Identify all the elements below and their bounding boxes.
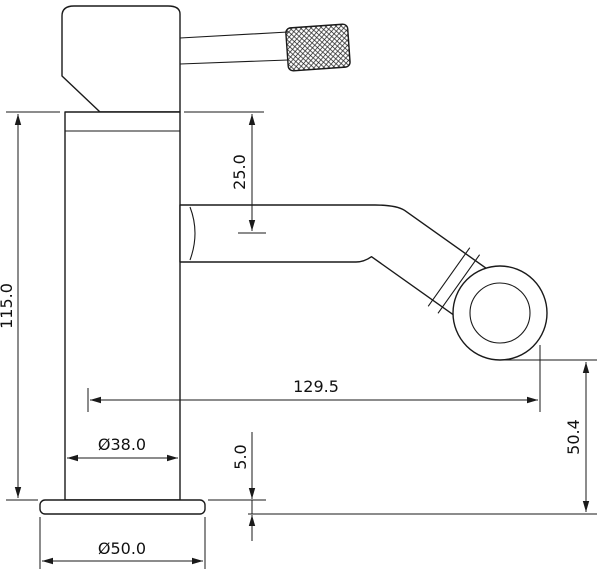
dim-body-diameter: Ø38.0 (67, 435, 178, 462)
knurled-grip (285, 23, 351, 72)
dim-base-diameter: Ø50.0 (39, 517, 206, 569)
handle-lever-rod (179, 31, 289, 65)
spout-collar (427, 247, 481, 314)
dim-base-thickness: 5.0 (208, 432, 266, 541)
aerator-outer (452, 265, 548, 361)
dim-base-thickness-label: 5.0 (231, 444, 250, 469)
dim-spout-reach-label: 129.5 (293, 377, 339, 396)
handle-cap (61, 5, 181, 113)
dim-handle-offset-label: 25.0 (230, 154, 249, 190)
dim-total-height: 115.0 (0, 111, 60, 501)
dim-outlet-height: 50.4 (248, 359, 597, 515)
dim-total-height-label: 115.0 (0, 283, 16, 329)
dim-body-diameter-label: Ø38.0 (98, 435, 146, 454)
dim-handle-offset: 25.0 (184, 111, 266, 234)
aerator-inner (469, 282, 531, 344)
dim-base-diameter-label: Ø50.0 (98, 539, 146, 558)
dimensions: 115.0 25.0 129.5 50.4 5.0 (0, 111, 597, 569)
dim-spout-reach: 129.5 (87, 345, 541, 412)
spout-body-fillet (189, 206, 196, 261)
dim-outlet-height-label: 50.4 (564, 419, 583, 455)
base-flange (39, 499, 206, 515)
